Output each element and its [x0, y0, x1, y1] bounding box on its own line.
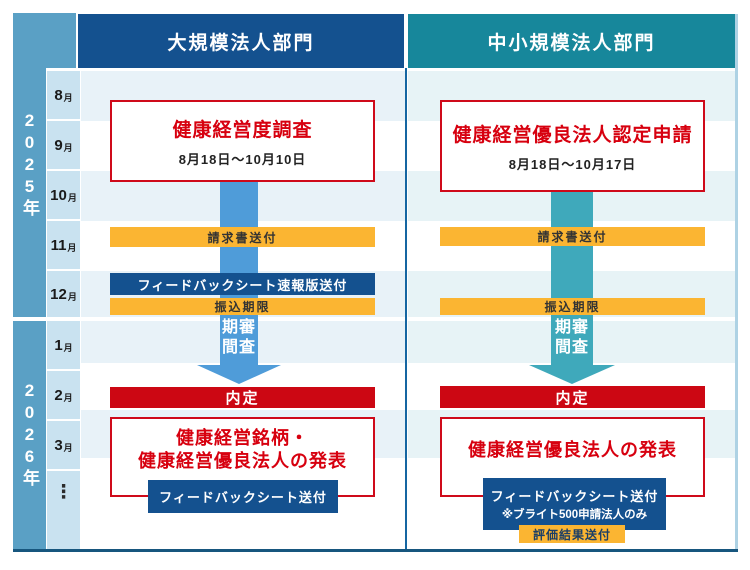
- column-header-sme-corporation: 中小規模法人部門: [408, 14, 735, 68]
- year-label-2025: 2025年: [20, 111, 39, 219]
- survey-title-left: 健康経営度調査: [172, 119, 313, 141]
- announcement-line1: 健康経営銘柄・: [176, 428, 309, 448]
- survey-box-left: 健康経営度調査 8月18日～10月10日: [110, 100, 375, 182]
- feedback-badge-left: フィードバックシート送付: [148, 480, 338, 513]
- vertical-ellipsis: ⋮: [54, 482, 73, 503]
- review-period-line2: 間査: [554, 339, 589, 356]
- decision-bar-left: 内定: [110, 387, 375, 408]
- feedback-flash-bar-left: フィードバックシート速報版送付: [110, 273, 375, 295]
- month-number: 2: [54, 386, 63, 404]
- month-unit: 月: [63, 92, 73, 103]
- invoice-bar-right: 請求書送付: [440, 227, 705, 246]
- announcement-line2: 健康経営優良法人の発表: [138, 451, 347, 471]
- review-period-line1: 期審: [554, 319, 589, 336]
- timeline-arrow-head-right: [529, 365, 615, 384]
- frame-right-border: [735, 14, 738, 549]
- year-label-2026: 2026年: [20, 381, 39, 489]
- month-unit: 月: [67, 291, 77, 302]
- review-period-line2: 間査: [221, 339, 256, 356]
- month-number: 3: [54, 436, 63, 454]
- timeline-arrow-shaft-left: [220, 160, 258, 365]
- payment-deadline-bar-right: 振込期限: [440, 298, 705, 315]
- year-band-2026: 2026年: [13, 321, 46, 549]
- announcement-text-left: 健康経営銘柄・ 健康経営優良法人の発表: [138, 427, 347, 473]
- column-divider-line: [405, 68, 407, 549]
- payment-deadline-bar-left: 振込期限: [110, 298, 375, 315]
- survey-period-left: 8月18日～10月10日: [178, 151, 307, 167]
- review-period-line1: 期審: [221, 319, 256, 336]
- evaluation-result-badge: 評価結果送付: [519, 525, 625, 543]
- month-number: 8: [54, 86, 63, 104]
- application-title-right: 健康経営優良法人認定申請: [452, 124, 693, 146]
- month-cell-continuation: ⋮: [47, 471, 80, 549]
- review-period-label-right: 期審 間査: [523, 318, 621, 358]
- month-unit: 月: [63, 142, 73, 153]
- application-period-right: 8月18日～10月17日: [508, 156, 637, 172]
- frame-bottom-border: [13, 549, 738, 552]
- application-box-right: 健康経営優良法人認定申請 8月18日～10月17日: [440, 100, 705, 192]
- month-number: 1: [54, 336, 63, 354]
- announcement-text-right: 健康経営優良法人の発表: [468, 439, 677, 460]
- timeline-arrow-head-left: [197, 365, 281, 384]
- feedback-badge-right: フィードバックシート送付 ※ブライト500申請法人のみ: [483, 478, 666, 530]
- year-band-2025: 2025年: [13, 13, 46, 317]
- month-unit: 月: [67, 242, 77, 253]
- month-number: 12: [50, 285, 67, 303]
- month-number: 11: [50, 236, 67, 254]
- month-unit: 月: [63, 392, 73, 403]
- month-number: 9: [54, 136, 63, 154]
- feedback-badge-label: フィードバックシート送付: [159, 490, 327, 505]
- review-period-label-left: 期審 間査: [190, 318, 288, 358]
- month-unit: 月: [67, 192, 77, 203]
- decision-bar-right: 内定: [440, 386, 705, 408]
- feedback-badge-note: ※ブライト500申請法人のみ: [501, 509, 648, 521]
- feedback-badge-label: フィードバックシート送付: [490, 489, 659, 504]
- column-header-large-corporation: 大規模法人部門: [78, 14, 404, 68]
- month-unit: 月: [63, 442, 73, 453]
- month-number: 10: [50, 186, 67, 204]
- timeline-arrow-shaft-right: [551, 160, 593, 365]
- invoice-bar-left: 請求書送付: [110, 227, 375, 247]
- month-unit: 月: [63, 342, 73, 353]
